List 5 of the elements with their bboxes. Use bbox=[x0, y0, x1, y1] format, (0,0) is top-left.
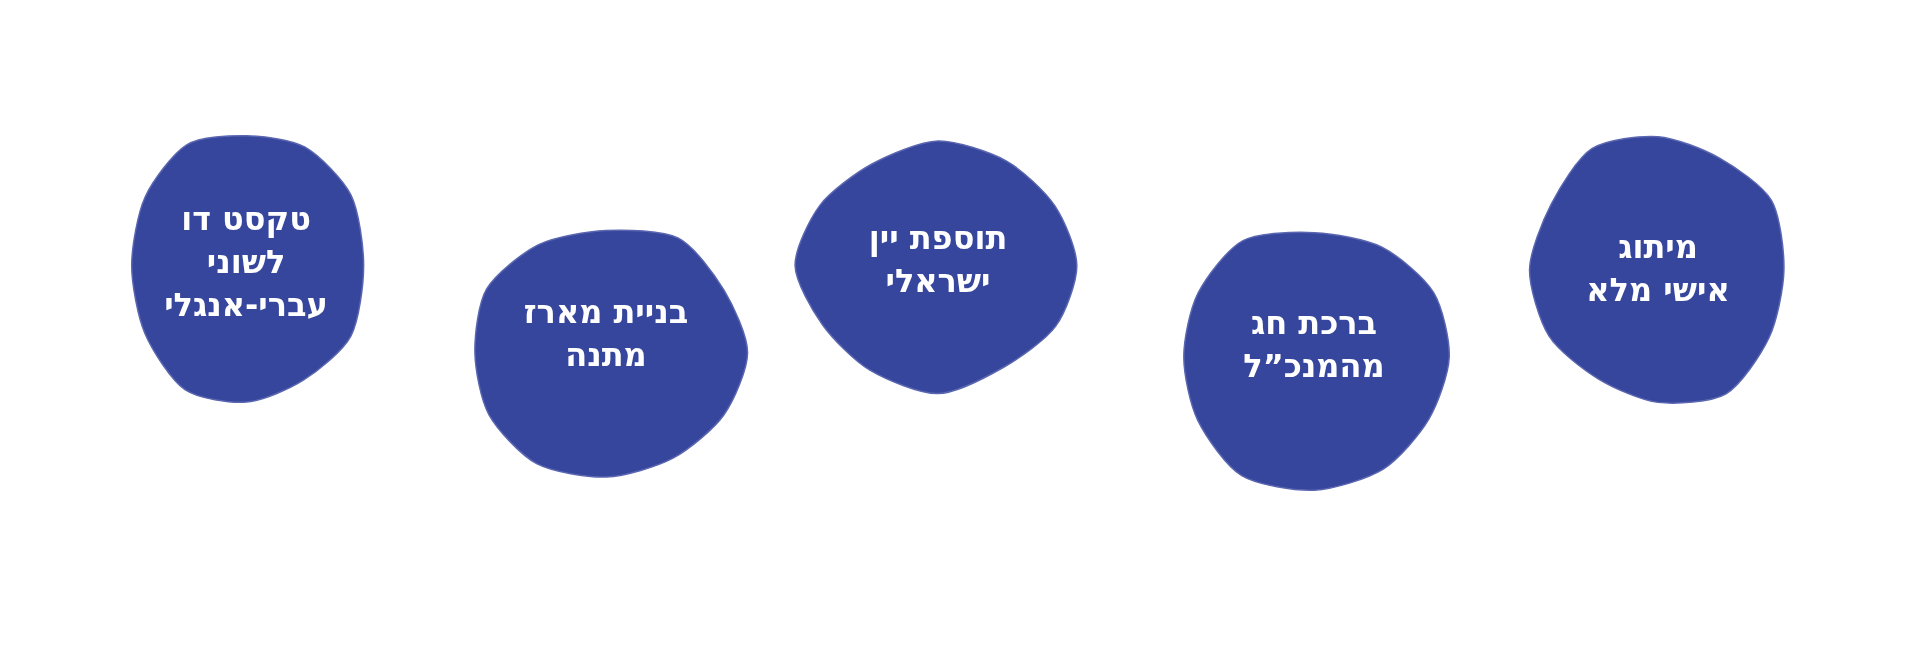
feature-label: תוספת יין ישראלי bbox=[867, 217, 1009, 302]
feature-label: ברכת חג מהמנכ”ל bbox=[1242, 302, 1386, 387]
feature-label: בניית מארז מתנה bbox=[522, 291, 690, 376]
feature-label: מיתוג אישי מלא bbox=[1585, 226, 1731, 311]
feature-label: טקסט דו לשוני עברי-אנגלי bbox=[163, 199, 329, 327]
